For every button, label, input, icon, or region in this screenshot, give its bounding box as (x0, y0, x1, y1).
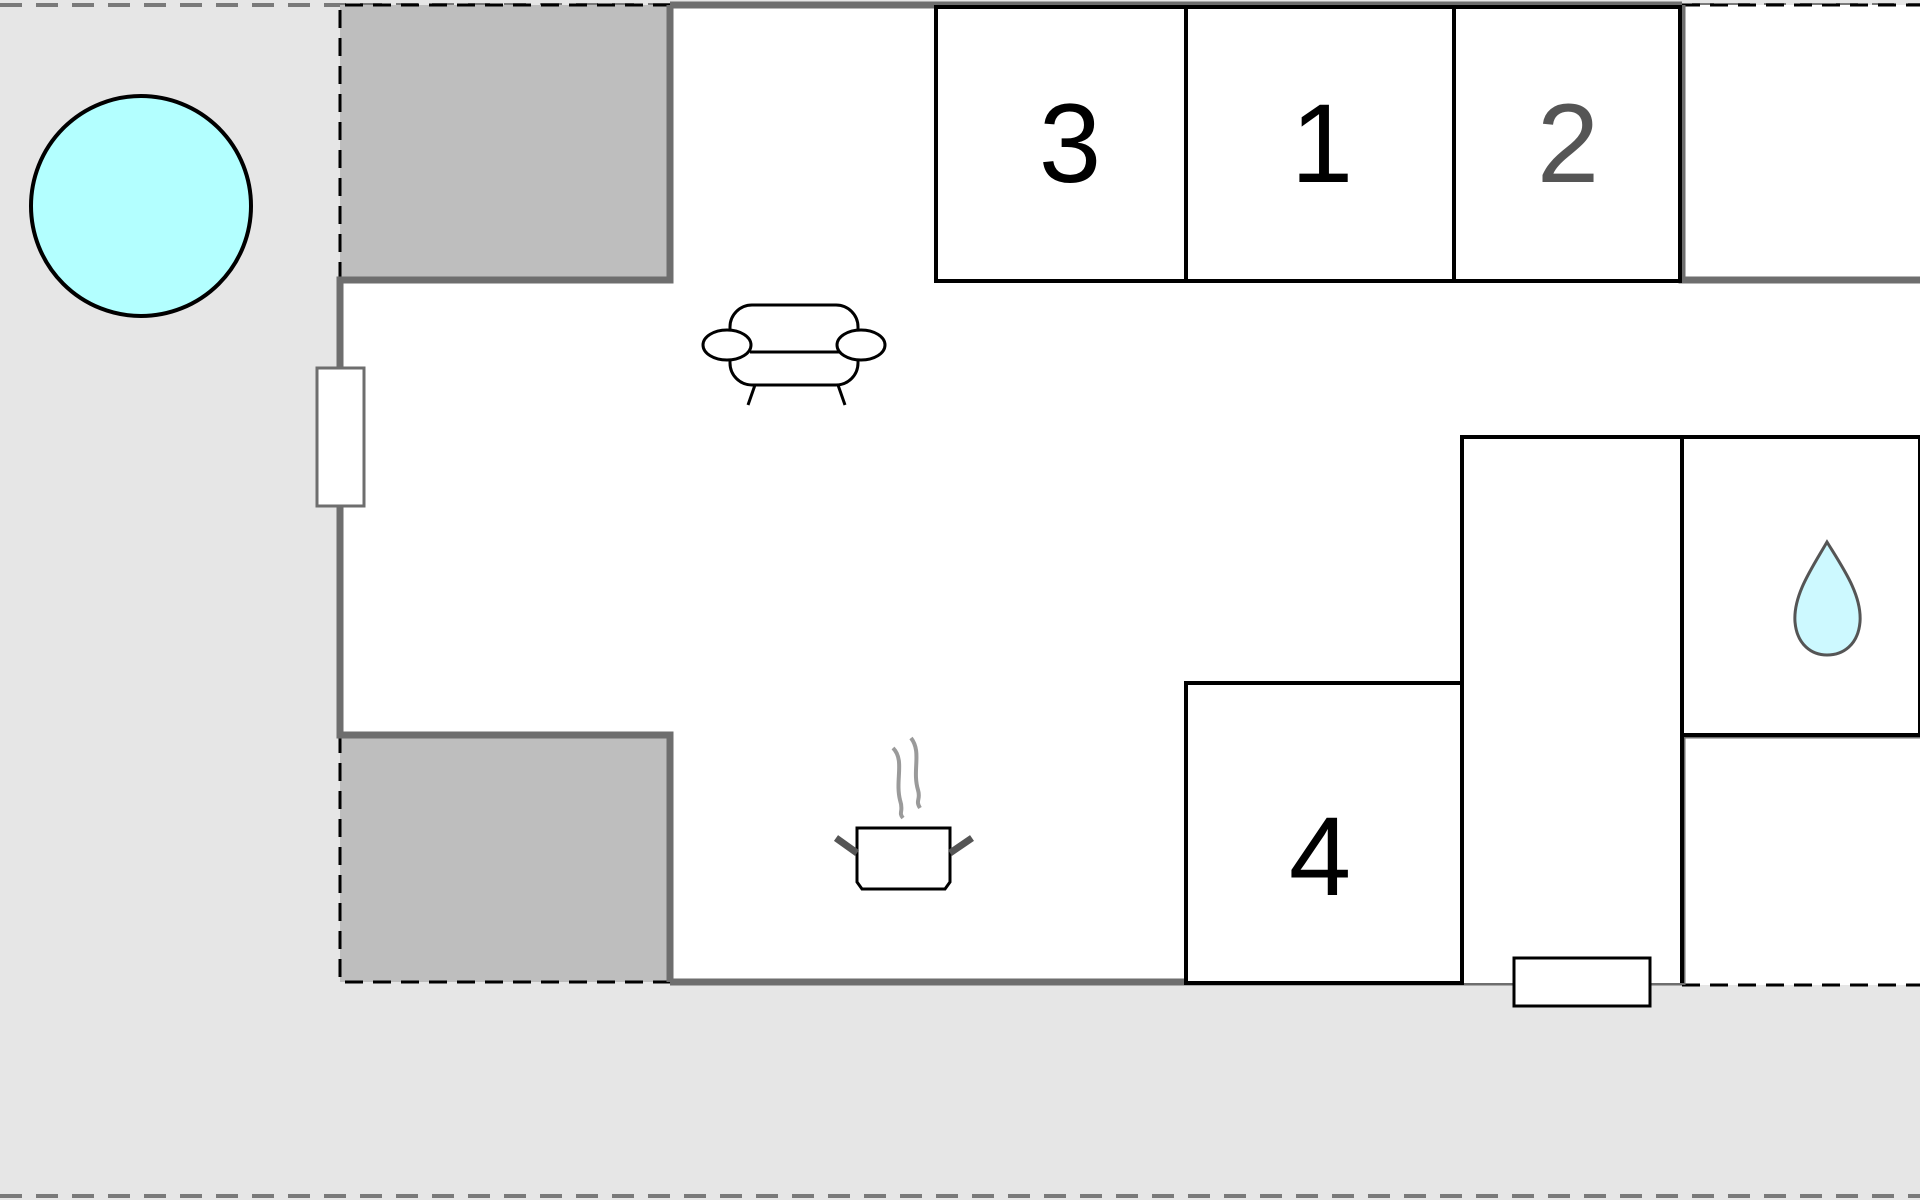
room-4-label: 4 (1289, 794, 1351, 919)
room-1[interactable] (1184, 5, 1456, 283)
bedrooms-top-row (934, 5, 1682, 283)
room-3-label: 3 (1039, 81, 1101, 206)
water-drop-icon (1793, 539, 1862, 657)
terrace-outline-right (1682, 3, 1920, 987)
door-icon[interactable] (1512, 956, 1652, 1008)
hallway (1460, 435, 1684, 983)
terrace-top-left (340, 5, 670, 280)
terrace-bottom-left (340, 735, 670, 982)
room-2[interactable] (1452, 5, 1682, 283)
room-2-label: 2 (1537, 81, 1599, 206)
room-3[interactable] (934, 5, 1188, 283)
door-icon[interactable] (315, 366, 366, 508)
sofa-icon (701, 303, 887, 406)
room-4[interactable] (1184, 681, 1464, 985)
terrace-outline-left (338, 3, 670, 984)
cooking-pot-icon (833, 736, 974, 891)
pool-icon (29, 94, 253, 318)
room-1-label: 1 (1291, 81, 1353, 206)
